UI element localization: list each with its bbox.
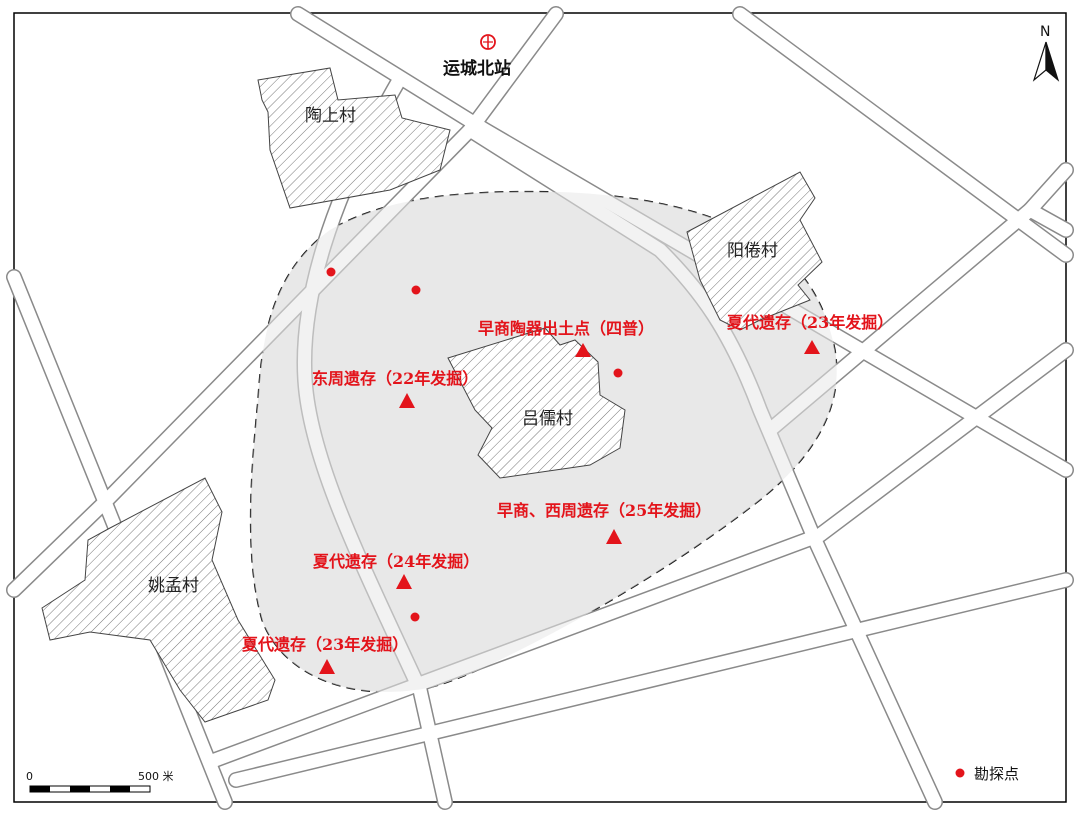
survey-point bbox=[410, 612, 420, 622]
railway-station-icon bbox=[480, 34, 496, 50]
site-label: 早商、西周遗存（25年发掘） bbox=[497, 501, 711, 520]
legend-survey-point-label: 勘探点 bbox=[974, 765, 1019, 783]
site-label: 夏代遗存（23年发掘） bbox=[241, 635, 408, 654]
site-triangle-marker bbox=[399, 393, 415, 408]
north-arrow-icon: N bbox=[1032, 24, 1060, 82]
north-arrow-label: N bbox=[1040, 24, 1050, 40]
site-triangle-marker bbox=[606, 529, 622, 544]
site-eastern-zhou-22: 东周遗存（22年发掘） bbox=[312, 369, 478, 408]
village-yaomeng bbox=[41, 477, 276, 723]
survey-point bbox=[613, 368, 623, 378]
legend: 勘探点 bbox=[955, 765, 1019, 783]
site-xia-23-east: 夏代遗存（23年发掘） bbox=[726, 313, 893, 354]
site-label: 夏代遗存（24年发掘） bbox=[312, 552, 479, 571]
site-triangle-marker bbox=[396, 574, 412, 589]
site-triangle-marker bbox=[319, 659, 335, 674]
road-network bbox=[6, 6, 1074, 810]
station-label: 运城北站 bbox=[443, 58, 511, 79]
village-yangjuan bbox=[686, 171, 823, 331]
site-label: 夏代遗存（23年发掘） bbox=[726, 313, 893, 332]
village-label-taoshang: 陶上村 bbox=[305, 106, 356, 126]
site-triangle-marker bbox=[575, 343, 591, 357]
site-shang-zhou-25: 早商、西周遗存（25年发掘） bbox=[497, 501, 711, 544]
red-dot-icon bbox=[955, 768, 965, 778]
site-xia-23-southwest: 夏代遗存（23年发掘） bbox=[241, 635, 408, 674]
village-label-yaomeng: 姚孟村 bbox=[148, 576, 199, 596]
site-triangle-marker bbox=[804, 340, 820, 354]
village-label-lvru: 吕儒村 bbox=[522, 409, 573, 429]
village-label-yangjuan: 阳倦村 bbox=[727, 241, 778, 261]
site-early-shang-pottery: 早商陶器出土点（四普） bbox=[478, 319, 654, 357]
village-taoshang bbox=[257, 67, 451, 209]
site-label: 东周遗存（22年发掘） bbox=[312, 369, 478, 388]
scale-bar-start-label: 0 bbox=[26, 770, 33, 783]
scale-bar-end-label: 500 米 bbox=[138, 770, 174, 783]
site-label: 早商陶器出土点（四普） bbox=[478, 319, 654, 338]
site-xia-24: 夏代遗存（24年发掘） bbox=[312, 552, 479, 589]
village-lvru bbox=[447, 327, 626, 479]
survey-point bbox=[326, 267, 336, 277]
scale-bar: 0 500 米 bbox=[26, 770, 174, 793]
survey-points bbox=[326, 267, 623, 622]
survey-point bbox=[411, 285, 421, 295]
